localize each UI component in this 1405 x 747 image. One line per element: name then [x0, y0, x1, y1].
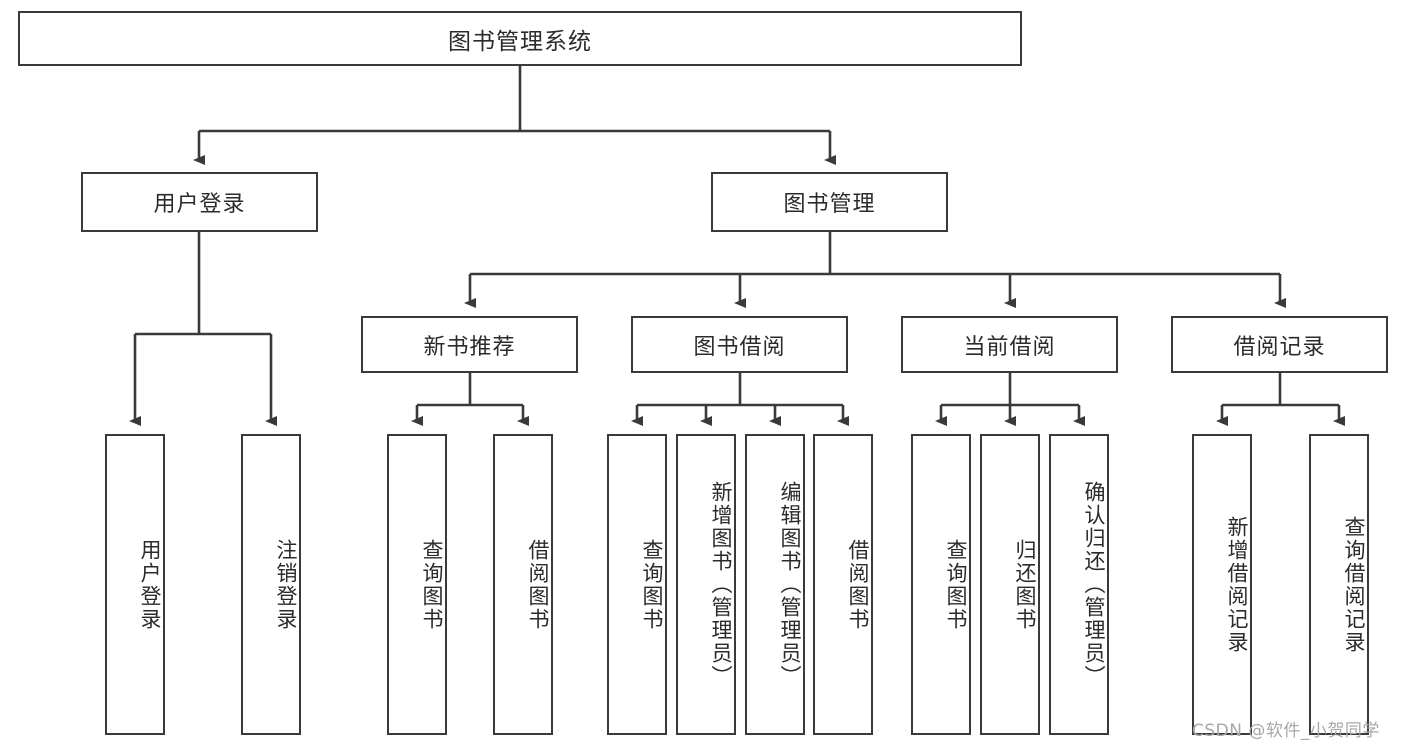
- leaf-borrow-book[interactable]: 借阅图书: [813, 434, 873, 735]
- node-label: 图书管理: [783, 192, 876, 217]
- node-label: 用户登录: [138, 538, 162, 631]
- leaf-query-borrow-record[interactable]: 查询借阅记录: [1309, 434, 1369, 735]
- node-label: 编辑图书（管理员）: [778, 481, 802, 688]
- node-label: 新增图书（管理员）: [709, 481, 733, 688]
- node-book-management[interactable]: 图书管理: [711, 172, 948, 232]
- node-label: 查询借阅记录: [1342, 515, 1366, 654]
- node-label: 当前借阅: [963, 334, 1056, 360]
- node-label: 借阅图书: [526, 538, 550, 631]
- node-label: 图书借阅: [693, 334, 786, 360]
- leaf-return-book[interactable]: 归还图书: [980, 434, 1040, 735]
- leaf-confirm-return-admin[interactable]: 确认归还（管理员）: [1049, 434, 1109, 735]
- node-label: 查询图书: [420, 538, 444, 631]
- node-label: 用户登录: [153, 192, 246, 217]
- node-label: 确认归还（管理员）: [1082, 481, 1106, 688]
- node-label: 新书推荐: [423, 334, 516, 360]
- leaf-logout[interactable]: 注销登录: [241, 434, 301, 735]
- leaf-query-book-recommend[interactable]: 查询图书: [387, 434, 447, 735]
- watermark: CSDN @软件_小贺同学: [1192, 721, 1380, 741]
- leaf-edit-book-admin[interactable]: 编辑图书（管理员）: [745, 434, 805, 735]
- node-label: 注销登录: [274, 538, 298, 631]
- node-label: 归还图书: [1013, 538, 1037, 631]
- node-borrow-record[interactable]: 借阅记录: [1171, 316, 1388, 373]
- leaf-add-book-admin[interactable]: 新增图书（管理员）: [676, 434, 736, 735]
- node-label: 查询图书: [944, 538, 968, 631]
- node-user-login[interactable]: 用户登录: [81, 172, 318, 232]
- leaf-query-book-borrow[interactable]: 查询图书: [607, 434, 667, 735]
- leaf-borrow-book-recommend[interactable]: 借阅图书: [493, 434, 553, 735]
- node-book-borrow[interactable]: 图书借阅: [631, 316, 848, 373]
- node-label: 借阅图书: [846, 538, 870, 631]
- node-label: 新增借阅记录: [1225, 515, 1249, 654]
- node-label: 借阅记录: [1233, 334, 1326, 360]
- node-current-borrow[interactable]: 当前借阅: [901, 316, 1118, 373]
- leaf-user-login[interactable]: 用户登录: [105, 434, 165, 735]
- node-new-book-recommend[interactable]: 新书推荐: [361, 316, 578, 373]
- node-label: 图书管理系统: [448, 28, 592, 55]
- leaf-add-borrow-record[interactable]: 新增借阅记录: [1192, 434, 1252, 735]
- leaf-query-book-current[interactable]: 查询图书: [911, 434, 971, 735]
- node-label: 查询图书: [640, 538, 664, 631]
- node-root-system[interactable]: 图书管理系统: [18, 11, 1022, 66]
